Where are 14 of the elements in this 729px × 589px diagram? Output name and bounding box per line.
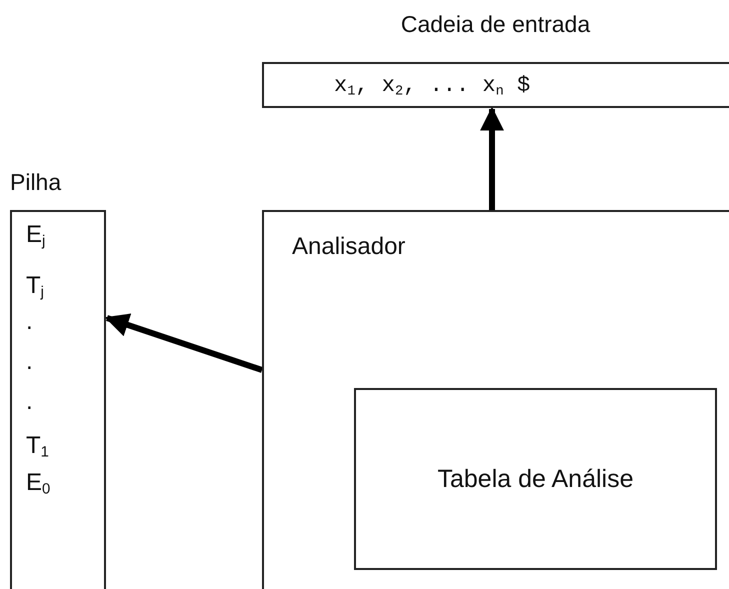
- box-label: Analisador: [292, 232, 406, 262]
- arrow: [104, 314, 263, 373]
- stack-symbol: E$_{0}$: [26, 468, 52, 500]
- stack-symbol: T$_{j}$: [26, 270, 45, 302]
- heading-label: Pilha: [10, 168, 62, 196]
- stack-symbol: .: [26, 307, 34, 338]
- stack-symbol: .: [26, 387, 34, 418]
- box-label: Tabela de Análise: [438, 464, 634, 494]
- stack-symbol: .: [26, 347, 34, 378]
- stack-symbol: T$_{1}$: [26, 431, 50, 464]
- heading-label: Cadeia de entrada: [400, 10, 590, 38]
- input-symbols-text: x$_{1}$, x$_{2}$, ... x$_{n}$ $: [334, 72, 532, 102]
- arrow: [480, 106, 504, 210]
- stack-symbol: E$_{j}$: [26, 220, 46, 252]
